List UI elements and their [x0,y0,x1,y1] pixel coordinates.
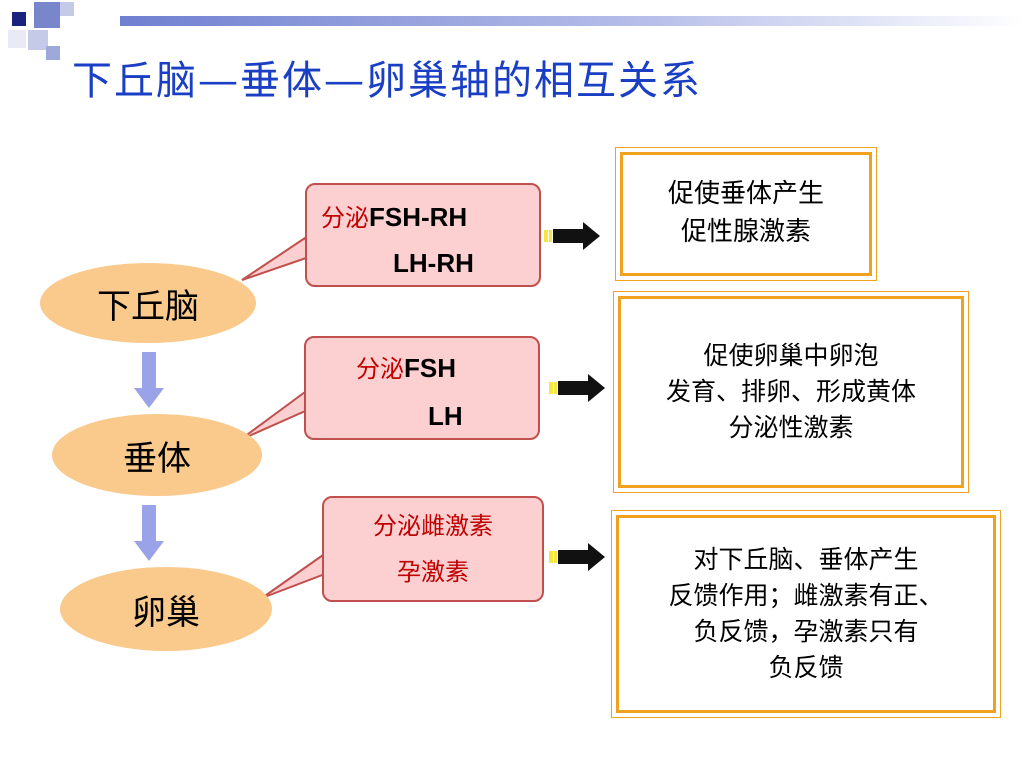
effect-box-pituitary: 促使卵巢中卵泡 发育、排卵、形成黄体 分泌性激素 [613,291,969,493]
oval-ovary: 卵巢 [60,567,272,651]
down-arrow-2 [134,505,164,561]
effect-pituitary-line: 发育、排卵、形成黄体 [665,376,916,406]
callout-pituitary-prefix: 分泌 [356,355,404,383]
oval-ovary-label: 卵巢 [132,592,200,633]
callout-hypothalamus-line1: FSH-RH [369,202,468,232]
right-arrow-1 [544,222,600,250]
down-arrow-1 [134,352,164,408]
callout-pointer-ovary [261,553,332,599]
oval-hypothalamus-label: 下丘脑 [97,286,199,327]
effect-hypothalamus-line: 促性腺激素 [680,217,811,247]
oval-pituitary-label: 垂体 [123,438,191,479]
effect-box-ovary: 对下丘脑、垂体产生 反馈作用；雌激素有正、 负反馈，孕激素只有 负反馈 [611,510,1001,718]
effect-ovary-line: 负反馈 [768,653,844,683]
callout-ovary-line1: 分泌雌激素 [373,512,493,540]
effect-hypothalamus-line: 促使垂体产生 [667,179,824,210]
callout-pointer-pituitary [239,390,314,441]
header-decoration [0,0,120,70]
callout-hypothalamus: 分泌FSH-RH LH-RH [305,183,541,287]
header-bar [120,16,1024,26]
effect-box-hypothalamus: 促使垂体产生 促性腺激素 [615,147,877,281]
callout-ovary-line2: 孕激素 [397,558,469,586]
callout-hypothalamus-line2: LH-RH [393,248,474,278]
oval-pituitary: 垂体 [52,414,262,496]
callout-hypothalamus-prefix: 分泌 [321,204,369,232]
right-arrow-2 [549,374,605,402]
effect-ovary-line: 反馈作用；雌激素有正、 [668,580,944,610]
callout-pituitary-line2: LH [428,401,463,431]
callout-pointer-hypothalamus [241,236,314,281]
effect-pituitary-line: 促使卵巢中卵泡 [703,340,879,370]
effect-pituitary-line: 分泌性激素 [728,413,854,443]
page-title: 下丘脑—垂体—卵巢轴的相互关系 [72,58,702,104]
callout-ovary: 分泌雌激素 孕激素 [322,496,544,602]
effect-ovary-line: 对下丘脑、垂体产生 [693,544,919,574]
callout-pituitary-line1: FSH [404,353,456,383]
callout-pituitary: 分泌FSH LH [304,336,540,440]
oval-hypothalamus: 下丘脑 [40,263,256,343]
effect-ovary-line: 负反馈，孕激素只有 [693,617,919,646]
right-arrow-3 [549,543,605,571]
